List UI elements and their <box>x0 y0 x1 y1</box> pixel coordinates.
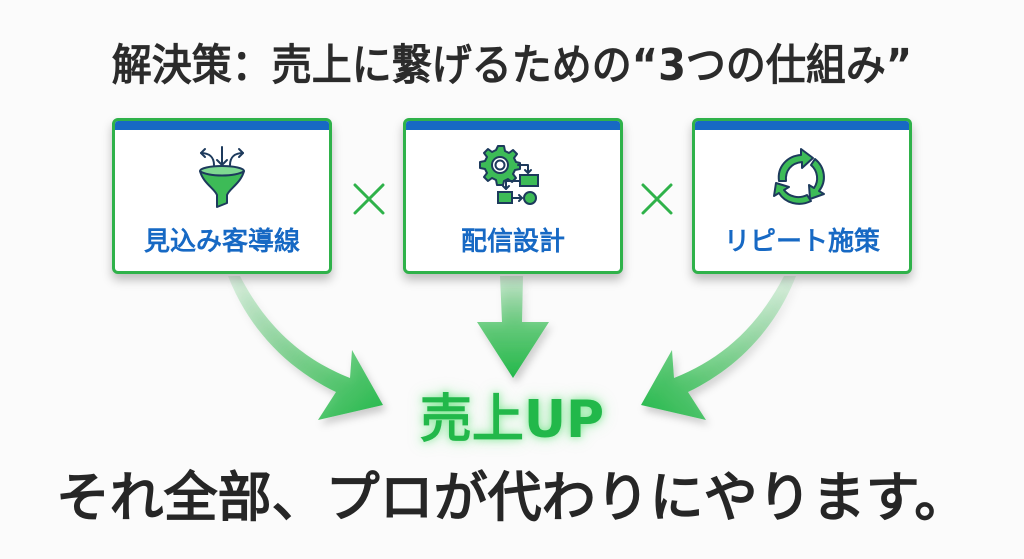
mechanism-label: 見込み客導線 <box>143 227 300 257</box>
result-sales-up: 売上UP <box>419 390 605 450</box>
funnel-icon <box>199 146 245 208</box>
mechanism-label: 配信設計 <box>460 227 565 257</box>
mechanism-card-repeat-strategy: リピート施策 <box>692 118 912 274</box>
arrow-center <box>477 276 549 378</box>
multiply-icon <box>641 183 673 215</box>
card-header-bar <box>695 121 909 130</box>
tagline: それ全部、プロが代わりにやります。 <box>55 466 969 529</box>
mechanism-card-lead-funnel: 見込み客導線 <box>112 118 332 274</box>
gear-flowchart-icon <box>479 145 539 205</box>
card-header-bar <box>406 121 620 130</box>
cycle-arrows-icon <box>773 148 825 205</box>
arrow-right <box>641 276 796 420</box>
multiply-icon <box>353 183 385 215</box>
card-header-bar <box>115 121 329 130</box>
mechanism-label: リピート施策 <box>723 227 880 257</box>
page-title: 解決策：売上に繋げるための“3つの仕組み” <box>111 41 913 91</box>
mechanism-card-delivery-design: 配信設計 <box>403 118 623 274</box>
arrow-left <box>228 276 383 420</box>
